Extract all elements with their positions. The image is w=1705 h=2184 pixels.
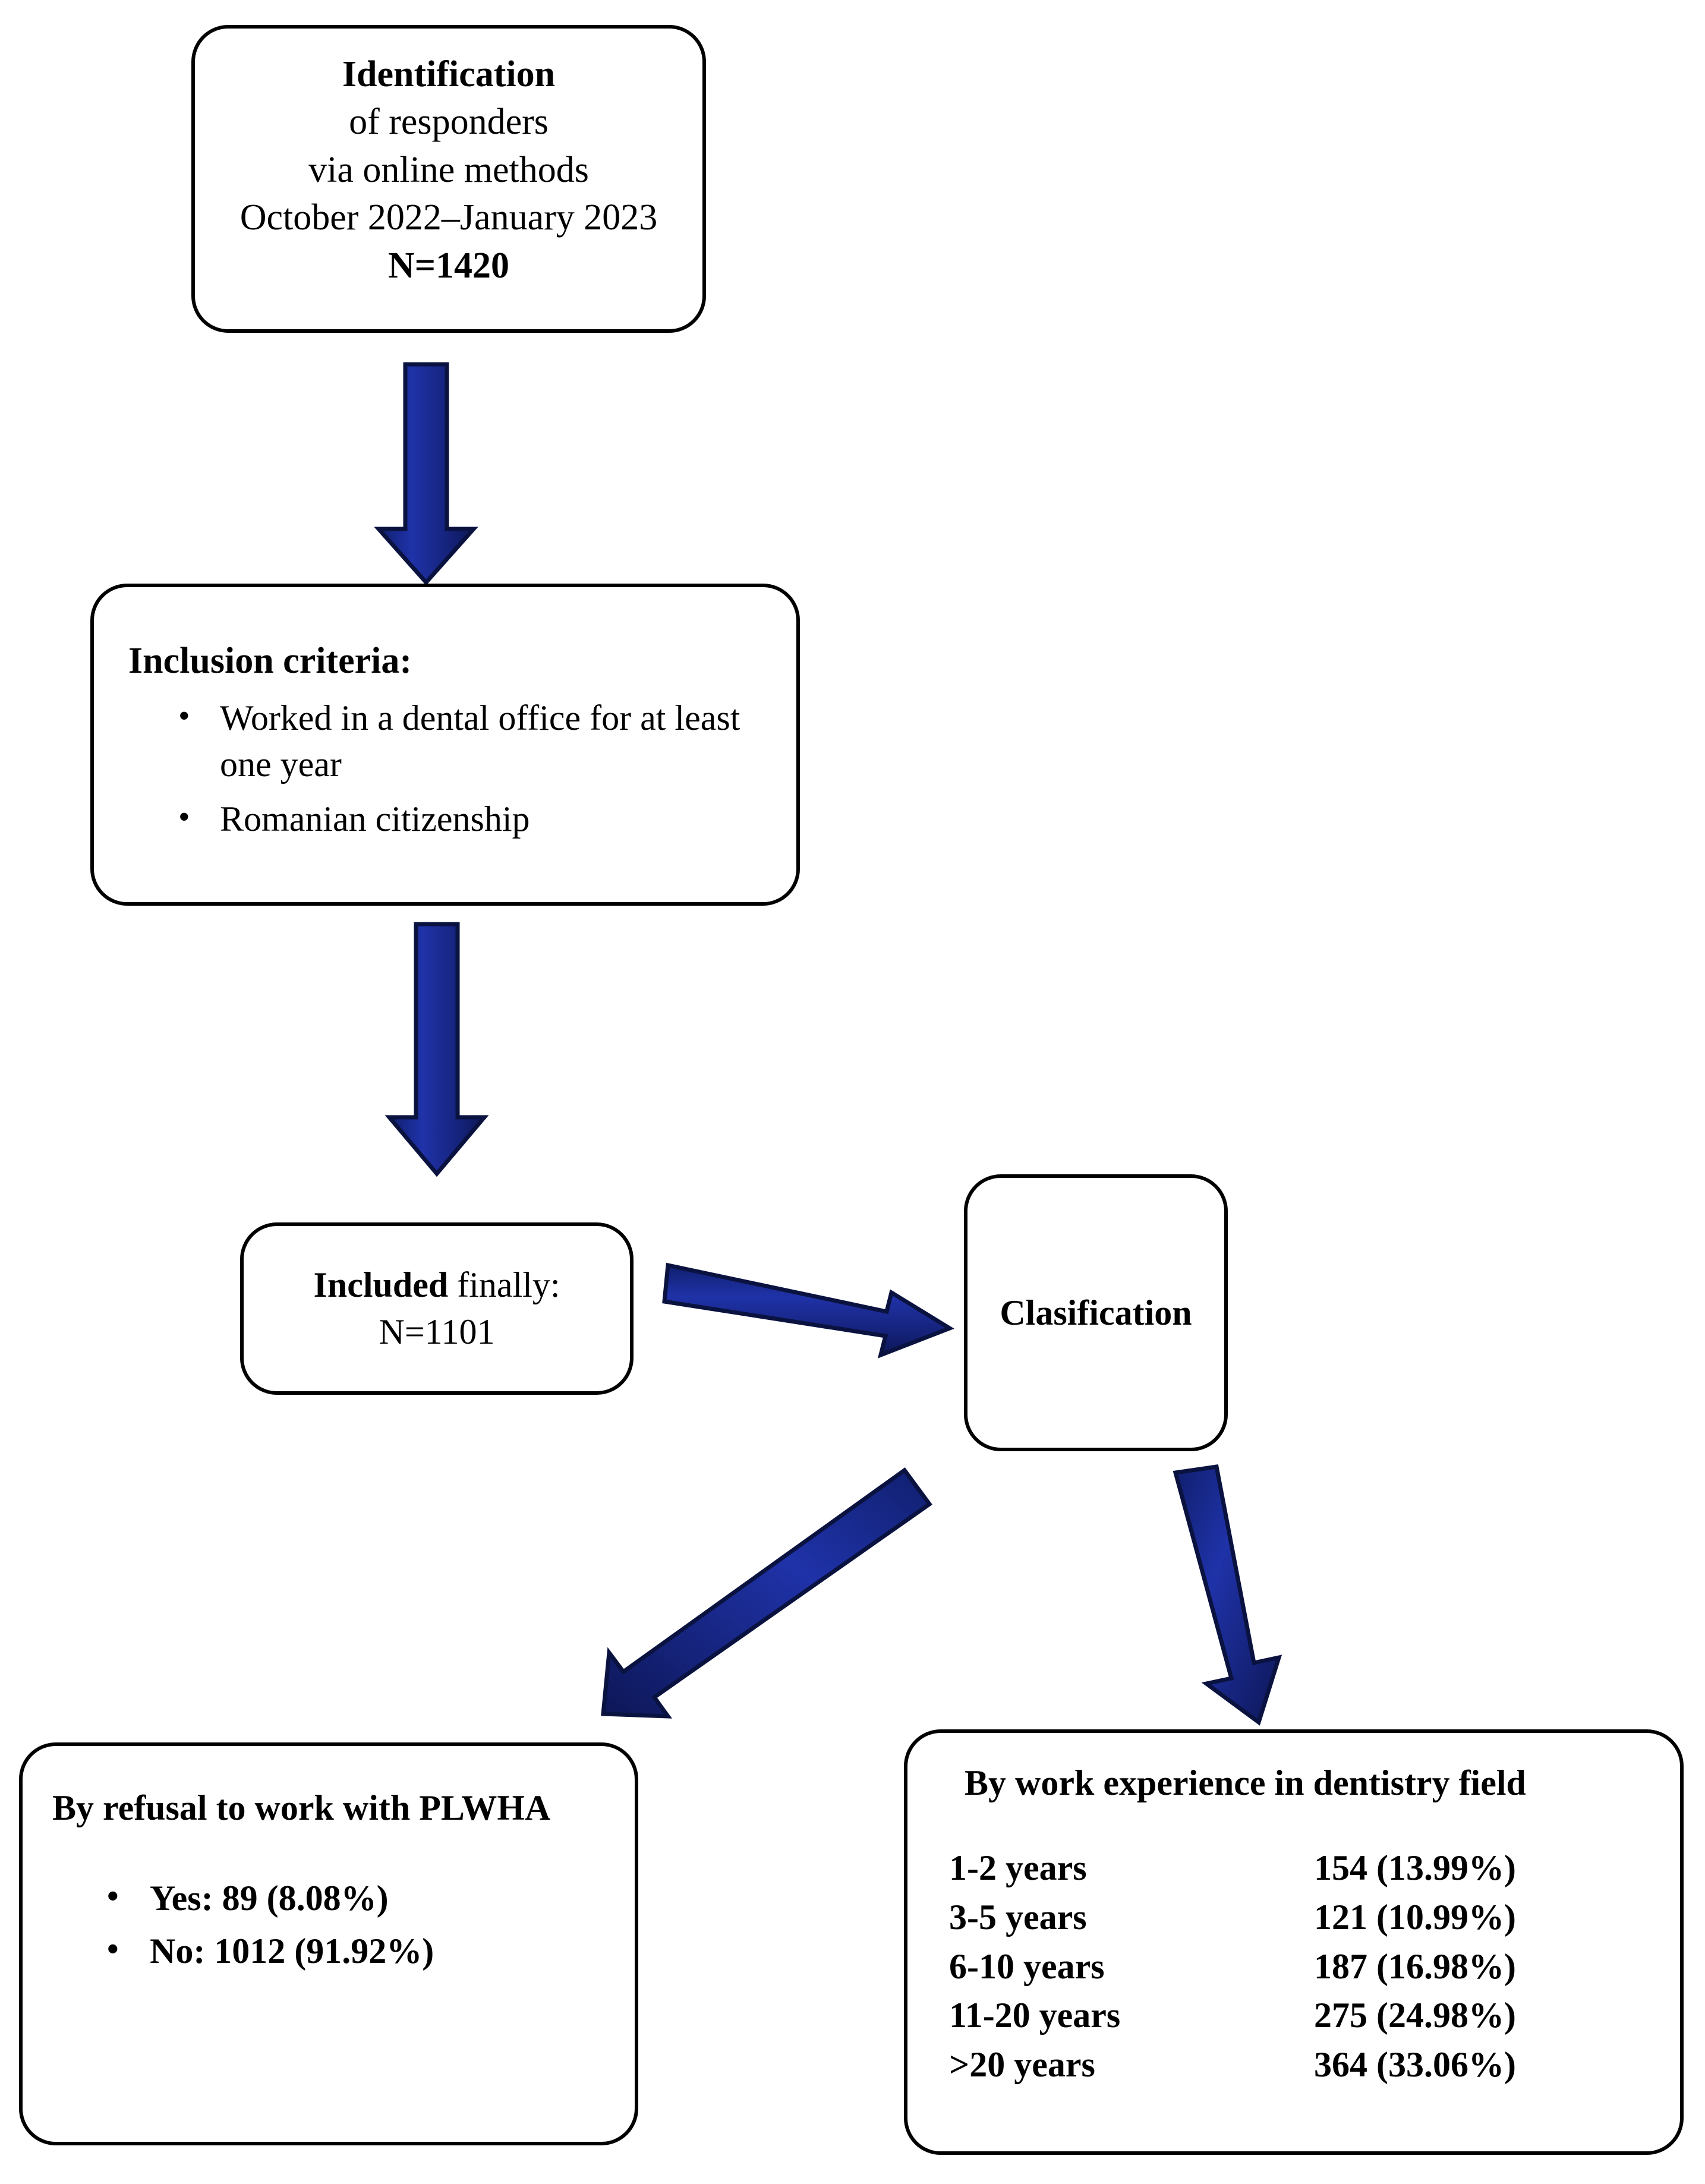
clasification-label: Clasification (1000, 1293, 1192, 1332)
bullet-icon: • (107, 1878, 119, 1915)
node-included-finally: Included finally: N=1101 (240, 1222, 634, 1395)
bullet-icon: • (178, 698, 190, 735)
experience-value-2: 121 (10.99%) (1314, 1897, 1516, 1937)
list-item: • Yes: 89 (8.08%) (107, 1876, 617, 1921)
list-item: • Romanian citizenship (178, 796, 773, 842)
table-row: 6-10 years 187 (16.98%) (943, 1942, 1656, 1991)
experience-value-1: 154 (13.99%) (1314, 1848, 1516, 1887)
identification-line-2: of responders (349, 102, 549, 143)
experience-value-4: 275 (24.98%) (1314, 1996, 1516, 2035)
list-item: • Worked in a dental office for at least… (178, 695, 773, 787)
arrow-identification-to-inclusion (374, 362, 478, 586)
inclusion-criteria-item-2: Romanian citizenship (220, 799, 530, 839)
arrow-included-to-clasification (662, 1262, 954, 1359)
experience-label-1: 1-2 years (949, 1848, 1087, 1887)
node-refusal-to-work: By refusal to work with PLWHA • Yes: 89 … (19, 1742, 638, 2145)
list-item: • No: 1012 (91.92%) (107, 1928, 617, 1974)
identification-line-1: Identification (342, 53, 556, 94)
node-work-experience: By work experience in dentistry field 1-… (904, 1729, 1684, 2155)
arrow-inclusion-to-included (385, 922, 489, 1177)
included-label-rest: finally: (448, 1265, 560, 1304)
experience-value-3: 187 (16.98%) (1314, 1946, 1516, 1986)
experience-label-2: 3-5 years (949, 1897, 1087, 1937)
identification-line-4: October 2022–January 2023 (239, 197, 658, 238)
arrow-clasification-to-experience (1173, 1464, 1282, 1726)
inclusion-criteria-title: Inclusion criteria: (128, 640, 412, 681)
node-inclusion-criteria: Inclusion criteria: • Worked in a dental… (90, 584, 800, 906)
node-identification: Identification of responders via online … (191, 25, 706, 333)
table-row: 3-5 years 121 (10.99%) (943, 1893, 1656, 1942)
bullet-icon: • (178, 799, 190, 836)
experience-label-4: 11-20 years (949, 1996, 1121, 2035)
included-label: Included finally: (313, 1262, 560, 1309)
experience-table: 1-2 years 154 (13.99%) 3-5 years 121 (10… (943, 1843, 1656, 2090)
experience-label-5: >20 years (949, 2045, 1095, 2085)
included-label-bold: Included (313, 1265, 449, 1304)
refusal-title: By refusal to work with PLWHA (52, 1788, 551, 1827)
experience-title: By work experience in dentistry field (965, 1763, 1526, 1802)
experience-label-3: 6-10 years (949, 1946, 1105, 1986)
table-row: 11-20 years 275 (24.98%) (943, 1991, 1656, 2040)
experience-value-5: 364 (33.06%) (1314, 2045, 1516, 2085)
arrow-clasification-to-refusal (601, 1467, 932, 1719)
refusal-item-no: No: 1012 (91.92%) (150, 1931, 434, 1971)
identification-line-3: via online methods (308, 149, 589, 190)
refusal-item-yes: Yes: 89 (8.08%) (150, 1879, 389, 1918)
bullet-icon: • (107, 1930, 119, 1968)
inclusion-criteria-list: • Worked in a dental office for at least… (128, 695, 773, 850)
table-row: >20 years 364 (33.06%) (943, 2040, 1656, 2090)
included-sample-size: N=1101 (379, 1312, 495, 1351)
inclusion-criteria-item-1: Worked in a dental office for at least o… (220, 698, 740, 784)
table-row: 1-2 years 154 (13.99%) (943, 1843, 1656, 1893)
refusal-list: • Yes: 89 (8.08%) • No: 1012 (91.92%) (52, 1876, 617, 1981)
identification-sample-size: N=1420 (387, 245, 510, 286)
node-clasification: Clasification (964, 1174, 1228, 1451)
